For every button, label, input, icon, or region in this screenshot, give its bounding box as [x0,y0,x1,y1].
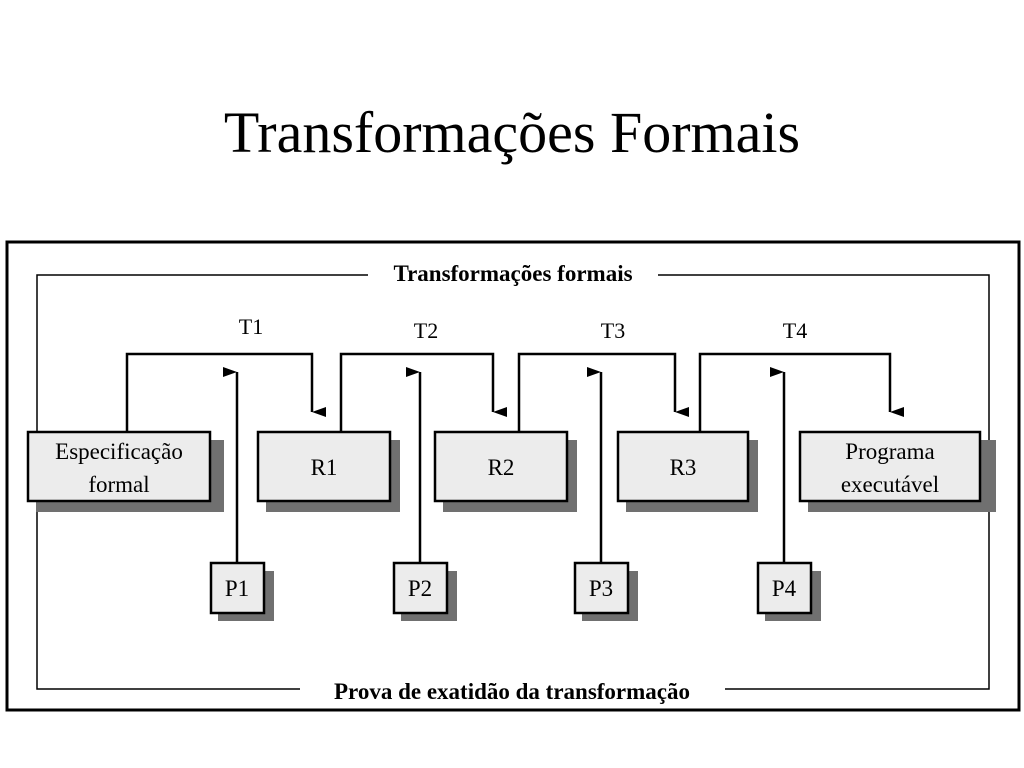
box-r2-label: R2 [488,455,515,480]
box-r3-label: R3 [670,455,697,480]
box-p3: P3 [573,561,638,621]
box-formal-specification: Especificação formal [26,430,224,512]
transformation-label-t3: T3 [601,318,625,343]
bottom-label: Prova de exatidão da transformação [334,679,690,704]
connector-t2 [339,352,507,432]
box-p2-label: P2 [408,576,432,601]
transformation-connectors [125,352,904,432]
box-p4-label: P4 [772,576,797,601]
slide-title: Transformações Formais [223,100,801,165]
top-label: Transformações formais [393,261,632,286]
box-r3: R3 [616,430,758,512]
box-p2: P2 [392,561,457,621]
connector-t1 [125,352,326,432]
box-r1-label: R1 [311,455,338,480]
transformation-label-t4: T4 [783,318,807,343]
box-r1: R1 [256,430,400,512]
box-p1: P1 [209,561,274,621]
connector-t3 [517,352,689,432]
box-executable-program-line2: executável [841,472,939,497]
transformation-label-t2: T2 [414,318,438,343]
box-p4: P4 [756,561,821,621]
box-formal-specification-line2: formal [88,472,149,497]
box-p1-label: P1 [225,576,249,601]
box-formal-specification-line1: Especificação [55,439,183,464]
box-executable-program-line1: Programa [845,439,934,464]
box-executable-program: Programa executável [798,430,996,512]
transformation-label-t1: T1 [239,314,263,339]
box-r2: R2 [433,430,577,512]
connector-t4 [698,352,904,432]
box-p3-label: P3 [589,576,613,601]
proof-arrows [223,367,786,563]
